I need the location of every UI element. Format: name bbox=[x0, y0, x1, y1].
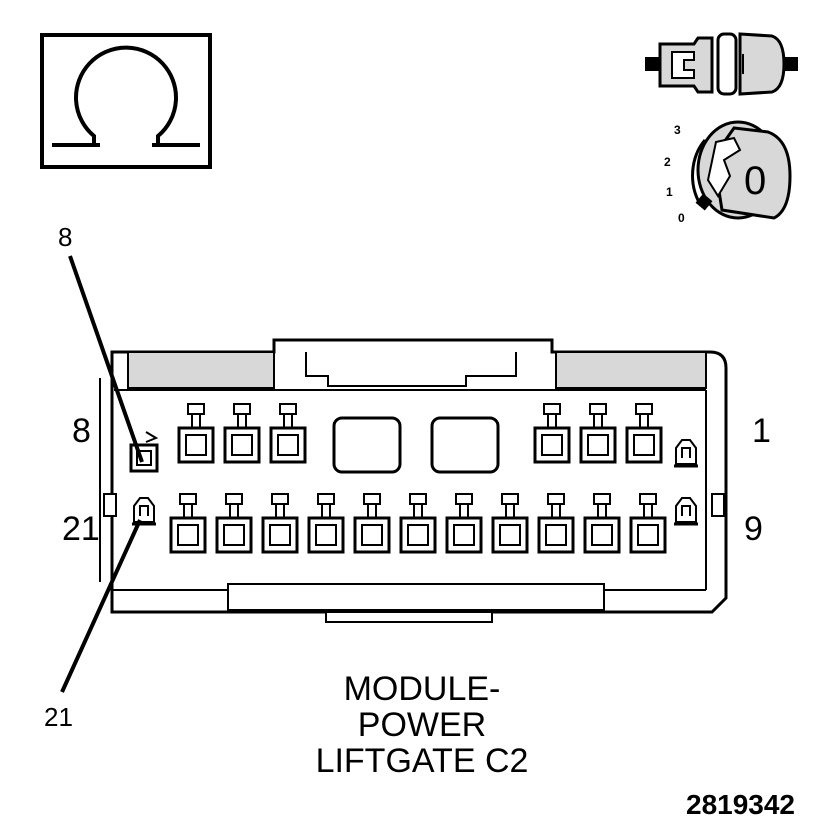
callout-leader-8 bbox=[68, 255, 144, 463]
ignition-position-1: 1 bbox=[666, 185, 673, 199]
pin-label-1: 1 bbox=[752, 412, 771, 450]
pin-cavity-bottom-8 bbox=[491, 493, 529, 554]
keyway-top-right bbox=[674, 439, 698, 468]
callout-label-21: 21 bbox=[44, 702, 73, 732]
pin-cavity-bottom-3 bbox=[261, 493, 299, 554]
connector-body bbox=[99, 338, 728, 623]
pin-cavity-bottom-7 bbox=[445, 493, 483, 554]
ohm-symbol-icon bbox=[40, 33, 212, 169]
figure-number: 2819342 bbox=[686, 789, 795, 820]
pin-cavity-bottom-5 bbox=[353, 493, 391, 554]
pin-cavity-top-5 bbox=[579, 403, 617, 464]
pin-label-21: 21 bbox=[62, 510, 100, 548]
pin-cavity-top-4 bbox=[533, 403, 571, 464]
pin-label-9: 9 bbox=[744, 510, 763, 548]
pin-cavity-bottom-9 bbox=[537, 493, 575, 554]
pin-label-8: 8 bbox=[72, 412, 91, 450]
callout-label-8: 8 bbox=[58, 222, 72, 252]
title-line-1: MODULE- bbox=[344, 670, 501, 708]
title-line-2: POWER bbox=[358, 706, 486, 744]
pin-cavity-bottom-4 bbox=[307, 493, 345, 554]
keyway-bottom-right bbox=[674, 497, 698, 526]
pin-cavity-top-6 bbox=[625, 403, 663, 464]
pin-cavity-bottom-10 bbox=[583, 493, 621, 554]
ignition-position-3: 3 bbox=[674, 123, 681, 137]
pin-cavity-bottom-11 bbox=[629, 493, 667, 554]
ignition-key-icon: 0 3 2 1 0 bbox=[664, 120, 792, 225]
ignition-position-2: 2 bbox=[664, 155, 671, 169]
pin-cavity-bottom-2 bbox=[215, 493, 253, 554]
callout-leader-21 bbox=[60, 519, 142, 693]
pin-cavity-bottom-6 bbox=[399, 493, 437, 554]
pin-cavity-top-1 bbox=[177, 403, 215, 464]
pin-cavity-bottom-1 bbox=[169, 493, 207, 554]
title-line-3: LIFTGATE C2 bbox=[316, 742, 529, 780]
pin-cavities bbox=[129, 403, 698, 554]
connector-disconnect-icon bbox=[645, 32, 798, 96]
pin-cavity-top-2 bbox=[223, 403, 261, 464]
pin-cavity-top-3 bbox=[269, 403, 307, 464]
ignition-position-0: 0 bbox=[678, 211, 685, 225]
key-digit-label: 0 bbox=[744, 159, 766, 203]
